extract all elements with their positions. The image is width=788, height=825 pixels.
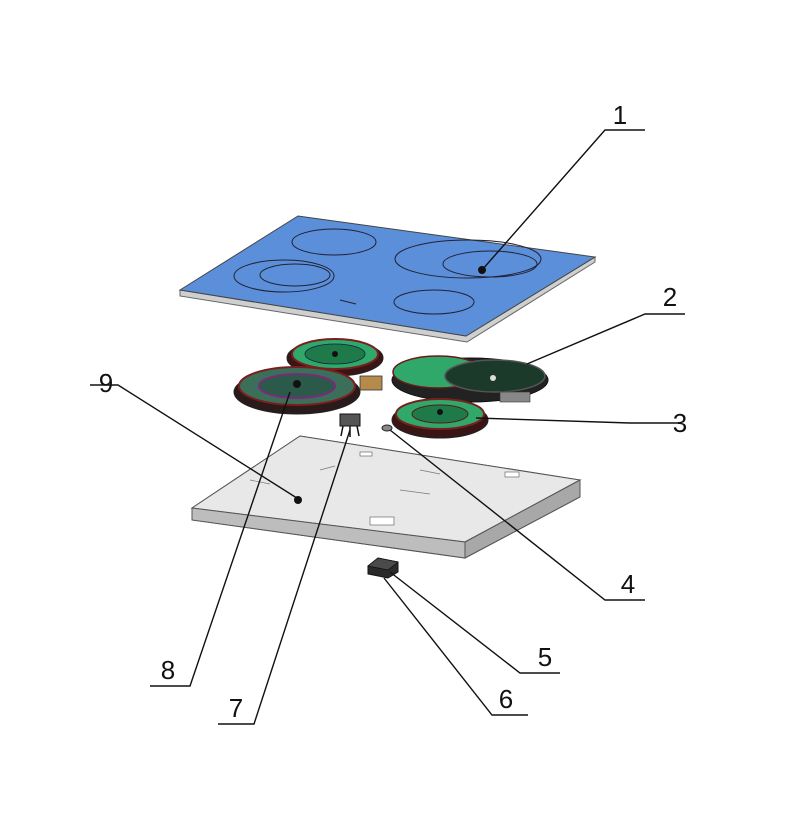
callout-3: 3 <box>673 408 687 438</box>
callout-9: 9 <box>99 368 113 398</box>
callout-7: 7 <box>229 693 243 723</box>
callout-2: 2 <box>663 282 677 312</box>
part-bracket <box>381 424 393 432</box>
part-heating-elements <box>233 338 549 439</box>
callout-labels: 1 2 3 4 5 6 7 8 9 <box>99 100 687 723</box>
callout-4: 4 <box>621 569 635 599</box>
heater-front-left <box>233 366 383 415</box>
callout-1: 1 <box>613 100 627 130</box>
heater-front-right <box>391 398 489 439</box>
part-terminal-block <box>339 413 361 437</box>
callout-5: 5 <box>538 642 552 672</box>
heater-right-oval <box>391 355 549 403</box>
callout-8: 8 <box>161 655 175 685</box>
part-glass-cooktop <box>178 215 597 343</box>
leader-lines <box>90 129 685 725</box>
callout-6: 6 <box>499 684 513 714</box>
part-bottom-housing <box>190 435 582 559</box>
